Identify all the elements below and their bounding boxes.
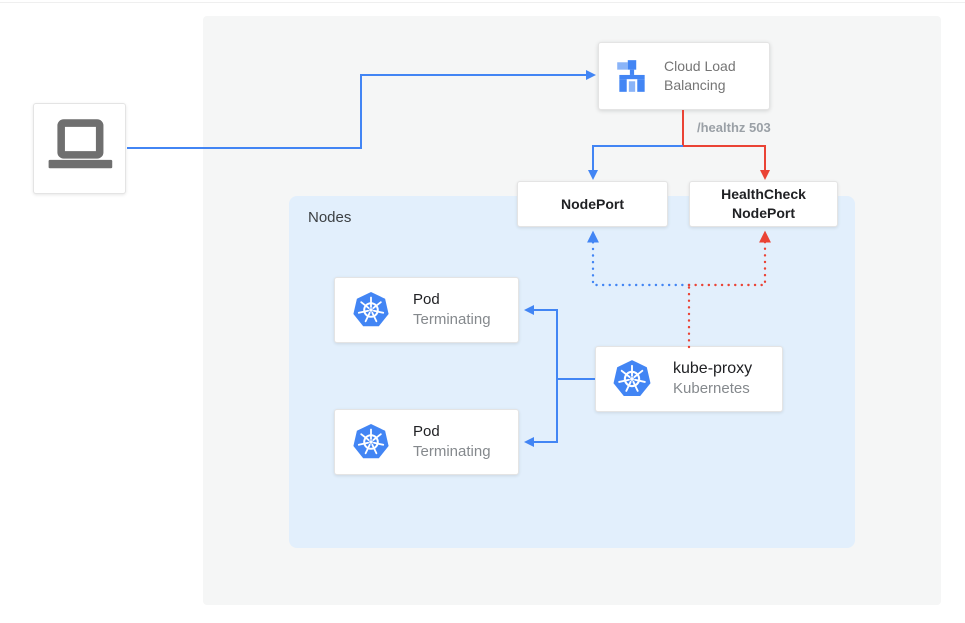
nodeport-label: NodePort bbox=[561, 195, 624, 212]
kube-proxy-label: kube-proxy bbox=[673, 360, 753, 377]
healthz-status-label: /healthz 503 bbox=[697, 120, 771, 135]
load-balancer-icon bbox=[613, 57, 651, 95]
kube-proxy-sublabel: Kubernetes bbox=[673, 380, 750, 397]
healthcheck-label-line1: HealthCheck bbox=[721, 186, 806, 202]
clb-label: Cloud Load Balancing bbox=[664, 58, 736, 93]
healthcheck-label-line2: NodePort bbox=[732, 205, 795, 221]
nodes-panel-label: Nodes bbox=[308, 209, 352, 226]
pod-1-label: Pod bbox=[413, 291, 440, 308]
kubernetes-icon bbox=[611, 358, 653, 400]
pod-2-node: Pod Terminating bbox=[334, 409, 519, 475]
cloud-load-balancing-node: Cloud Load Balancing bbox=[598, 42, 770, 110]
kubernetes-icon bbox=[351, 422, 391, 462]
pod-2-status: Terminating bbox=[413, 443, 491, 460]
kubernetes-icon bbox=[351, 290, 391, 330]
top-divider bbox=[0, 2, 965, 3]
pod-1-status: Terminating bbox=[413, 311, 491, 328]
nodeport-node: NodePort bbox=[517, 181, 668, 227]
laptop-icon bbox=[41, 113, 119, 185]
healthcheck-nodeport-node: HealthCheck NodePort bbox=[689, 181, 838, 227]
client-node bbox=[33, 103, 126, 194]
pod-1-node: Pod Terminating bbox=[334, 277, 519, 343]
kube-proxy-node: kube-proxy Kubernetes bbox=[595, 346, 783, 412]
pod-2-label: Pod bbox=[413, 423, 440, 440]
